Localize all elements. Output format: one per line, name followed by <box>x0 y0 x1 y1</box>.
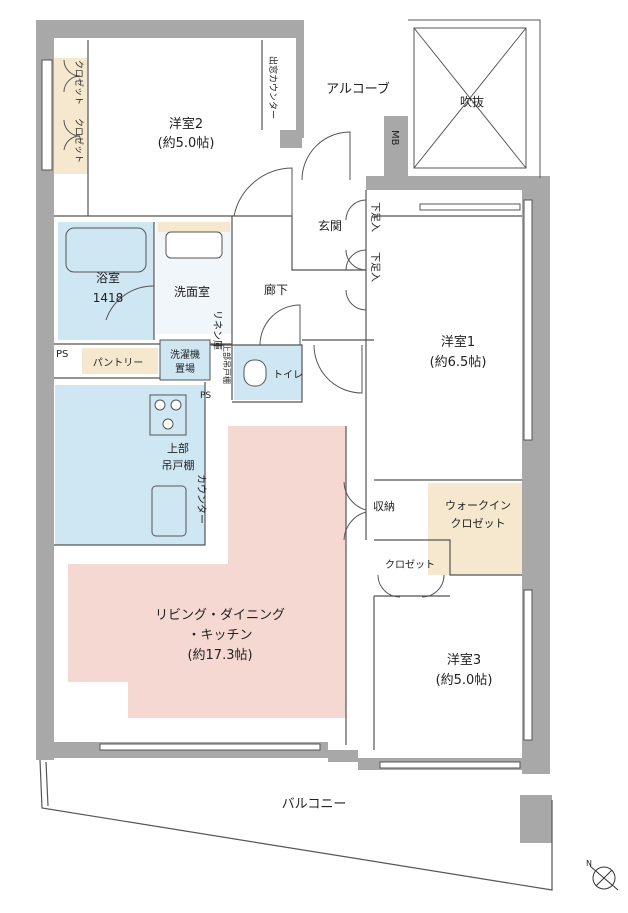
toilet-label: トイレ <box>273 370 303 381</box>
bath-name: 浴室 <box>96 270 120 285</box>
closet-right-label: クロゼット <box>385 559 435 571</box>
entrance-label: 玄関 <box>318 218 342 233</box>
shoe-top-label: 下足入 <box>369 202 381 232</box>
kitchen-sink <box>151 485 187 537</box>
kitchen-upper-line1: 上部 <box>167 441 189 455</box>
void-label: 吹抜 <box>460 95 484 109</box>
ps-top-label: PS <box>56 349 68 360</box>
western1-area: (約6.5帖) <box>430 355 487 370</box>
pantry-label: パントリー <box>93 357 144 369</box>
windows <box>41 59 533 769</box>
fixtures <box>65 227 267 537</box>
washer-line2: 置場 <box>175 362 195 375</box>
washroom-label: 洗面室 <box>174 284 210 299</box>
closet-left-bottom-label: クロゼット <box>73 118 85 163</box>
western3-area: (約5.0帖) <box>436 673 493 688</box>
western1-name: 洋室1 <box>441 334 475 350</box>
walkin-closet-fill <box>428 483 538 575</box>
toilet-bowl <box>243 359 267 387</box>
linen-label: リネン庫 <box>211 310 224 350</box>
alcove-label: アルコーブ <box>326 81 390 97</box>
interior-lines <box>39 40 553 891</box>
balcony-label: バルコニー <box>282 797 347 812</box>
western2-area: (約5.0帖) <box>158 136 215 151</box>
ldk-area: (約17.3帖) <box>187 648 252 663</box>
hallway-label: 廊下 <box>264 282 288 297</box>
western2-name: 洋室2 <box>169 116 203 132</box>
walkin-line1: ウォークイン <box>445 499 511 512</box>
bath-size: 1418 <box>93 291 124 305</box>
ldk-fill <box>68 426 346 718</box>
void-box <box>408 19 541 178</box>
ps-mid-label: PS <box>200 391 211 401</box>
kitchen-upper-line2: 吊戸棚 <box>162 458 195 472</box>
mb-label: MB <box>389 130 400 146</box>
shoe-bottom-label: 下足入 <box>369 252 381 282</box>
bay-counter-label: 出窓カウンター <box>267 56 279 119</box>
western3-name: 洋室3 <box>447 652 481 668</box>
storage-small-label: 収納 <box>373 500 395 513</box>
upper-cabinet-toilet-label: 上部吊戸棚 <box>222 344 232 384</box>
closet-left-top-label: クロゼット <box>73 60 85 105</box>
bathtub <box>65 227 147 273</box>
walkin-line2: クロゼット <box>451 517 506 530</box>
sink <box>165 231 223 259</box>
compass-icon <box>589 865 619 891</box>
washer-box <box>159 339 211 381</box>
closet-left-fill <box>54 58 88 174</box>
ldk-line2: ・キッチン <box>187 628 252 643</box>
pantry-fill <box>82 348 158 374</box>
counter-label: カウンター <box>195 474 207 524</box>
door-swings <box>63 59 445 598</box>
washer-line1: 洗濯機 <box>170 348 200 361</box>
washroom-counter <box>158 222 230 232</box>
ldk-line1: リビング・ダイニング <box>155 608 285 623</box>
compass-label: N <box>586 859 592 868</box>
